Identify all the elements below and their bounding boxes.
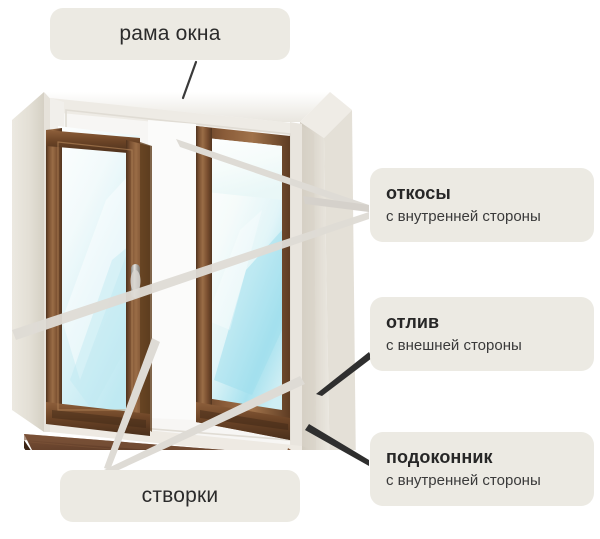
callout-podokonnik[interactable]: подоконник с внутренней стороны	[370, 432, 594, 506]
callout-otliv-title: отлив	[386, 312, 440, 332]
callout-stvorki[interactable]: створки	[60, 470, 300, 522]
callout-otkosy[interactable]: откосы с внутренней стороны	[370, 168, 594, 242]
outer-slope-right	[300, 110, 356, 450]
callout-rama-title: рама окна	[119, 22, 221, 45]
callout-stvorki-title: створки	[141, 484, 219, 507]
left-sash-open	[46, 126, 152, 436]
outer-slope-left	[12, 92, 50, 432]
callout-podokonnik-title: подоконник	[386, 447, 493, 467]
callout-otliv-subtitle: с внешней стороны	[386, 336, 522, 354]
right-sash	[196, 126, 290, 440]
callout-otkosy-subtitle: с внутренней стороны	[386, 207, 541, 225]
callout-podokonnik-subtitle: с внутренней стороны	[386, 471, 541, 489]
callout-otkosy-title: откосы	[386, 183, 451, 203]
callout-otliv[interactable]: отлив с внешней стороны	[370, 297, 594, 371]
callout-rama[interactable]: рама окна	[50, 8, 290, 60]
window-illustration	[12, 92, 356, 450]
